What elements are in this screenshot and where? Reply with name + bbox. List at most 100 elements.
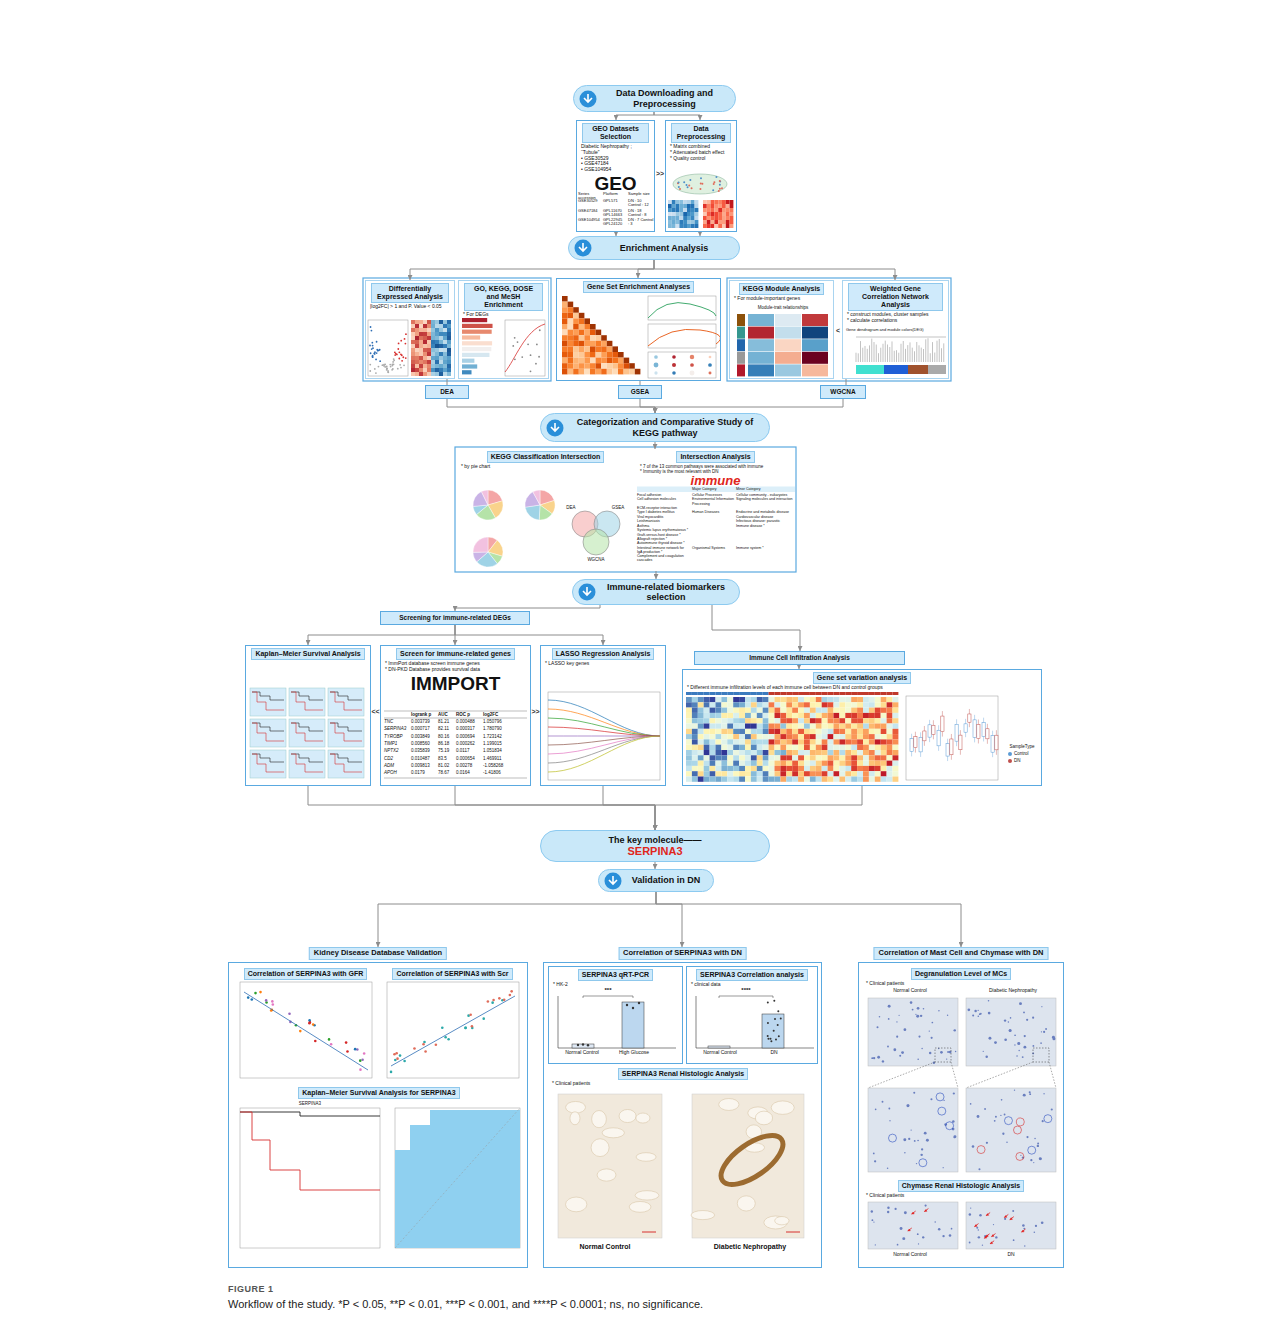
heatmap-cell xyxy=(802,352,828,364)
plot-dot xyxy=(896,1036,898,1038)
heatmap-cell xyxy=(893,708,899,713)
heatmap-cell xyxy=(711,212,715,216)
heatmap-cell xyxy=(798,766,804,771)
heatmap-cell xyxy=(698,724,704,729)
heatmap-cell xyxy=(435,320,439,324)
heatmap-cell xyxy=(714,208,718,212)
heatmap-cell xyxy=(726,220,730,224)
plot-dot xyxy=(312,1023,315,1026)
plot-dot xyxy=(969,1242,971,1244)
heatmap-cell xyxy=(810,755,816,760)
red-arrow xyxy=(975,1225,978,1227)
heatmap-cell xyxy=(692,766,698,771)
plot-dot xyxy=(955,1051,956,1052)
plot-dot xyxy=(402,356,404,358)
heatmap-cell xyxy=(775,724,781,729)
heatmap-cell xyxy=(727,777,733,782)
heatmap-cell xyxy=(739,708,745,713)
table-cell: TYROBP xyxy=(384,734,411,739)
plot-dot xyxy=(770,1040,772,1042)
heatmap-cell xyxy=(676,216,680,220)
plot-dot xyxy=(1010,1017,1012,1019)
heatmap-cell xyxy=(875,729,881,734)
heatmap-cell xyxy=(668,220,672,224)
plot-dot xyxy=(400,353,402,355)
plot-dot xyxy=(691,187,693,189)
heatmap-cell xyxy=(881,745,887,750)
plot-frame xyxy=(395,1108,520,1248)
plot-dot xyxy=(689,179,691,181)
box-plot xyxy=(982,723,985,737)
heatmap-cell xyxy=(775,339,801,351)
heatmap-cell xyxy=(822,766,828,771)
heatmap-cell xyxy=(822,713,828,718)
plot-dot xyxy=(899,1055,901,1057)
heatmap-cell xyxy=(419,332,423,336)
heatmap-cell xyxy=(596,335,602,341)
plot-dot xyxy=(517,341,519,343)
tubule xyxy=(775,1217,789,1225)
plot-dot xyxy=(1037,1142,1039,1144)
table-cell: 1.199015 xyxy=(483,741,527,746)
plot-dot xyxy=(399,364,401,366)
heatmap-cell xyxy=(810,734,816,739)
annotation-bar xyxy=(745,692,751,695)
heatmap-cell xyxy=(816,761,822,766)
heatmap-cell xyxy=(851,750,857,755)
annotation-bar xyxy=(822,692,828,695)
plot-dot xyxy=(308,1022,311,1025)
plot-dot xyxy=(947,1014,948,1015)
heatmap-cell xyxy=(573,335,579,341)
pie-slice xyxy=(473,505,488,515)
heatmap-cell xyxy=(668,200,672,204)
plot-dot xyxy=(942,1235,944,1237)
heatmap-cell xyxy=(769,777,775,782)
heatmap-cell xyxy=(590,346,596,352)
heatmap-cell xyxy=(562,369,568,375)
heatmap-cell xyxy=(816,708,822,713)
heatmap-cell xyxy=(780,697,786,702)
heatmap-cell xyxy=(668,212,672,216)
plot-dot xyxy=(979,1214,981,1216)
table-cell: 0.00278 xyxy=(456,763,483,768)
heatmap-cell xyxy=(435,328,439,332)
table-cell: -1.41806 xyxy=(483,770,527,775)
heatmap-cell xyxy=(716,766,722,771)
heatmap-cell xyxy=(698,739,704,744)
heatmap-cell xyxy=(751,771,757,776)
heatmap-cell xyxy=(757,724,763,729)
icon-glyph xyxy=(584,94,592,102)
heatmap-cell xyxy=(786,761,792,766)
heatmap-cell xyxy=(822,718,828,723)
heatmap-cell xyxy=(716,713,722,718)
km-curve xyxy=(240,1112,380,1116)
heatmap-cell xyxy=(733,718,739,723)
heatmap-cell xyxy=(686,734,692,739)
heatmap-cell xyxy=(828,750,834,755)
heatmap-cell xyxy=(780,729,786,734)
heatmap-cell xyxy=(714,200,718,204)
plot-dot xyxy=(946,1058,947,1059)
flow-connector xyxy=(638,260,654,278)
heatmap-cell xyxy=(721,724,727,729)
plot-dot xyxy=(345,1041,348,1044)
plot-dot xyxy=(708,363,712,367)
plot-dot xyxy=(512,345,514,347)
plot-dot xyxy=(887,1046,889,1048)
heatmap-cell xyxy=(691,200,695,204)
heatmap-cell xyxy=(686,729,692,734)
plot-dot xyxy=(993,1224,994,1225)
heatmap-cell xyxy=(763,713,769,718)
sub-panel: Correlation of SERPINA3 with GFR xyxy=(233,966,378,1082)
red-arrow xyxy=(1010,1217,1014,1220)
heatmap-cell xyxy=(703,212,707,216)
table-cell: Gene dendrogram and module colors(DEG) xyxy=(846,328,946,332)
plot-dot xyxy=(877,1026,879,1028)
annotation-label: DN xyxy=(763,1050,785,1056)
red-arrow xyxy=(1004,1215,1007,1217)
heatmap-cell xyxy=(792,697,798,702)
heatmap-cell xyxy=(763,750,769,755)
roc-area xyxy=(395,1110,520,1248)
heatmap-cell xyxy=(804,734,810,739)
panel-frame xyxy=(228,962,528,1268)
